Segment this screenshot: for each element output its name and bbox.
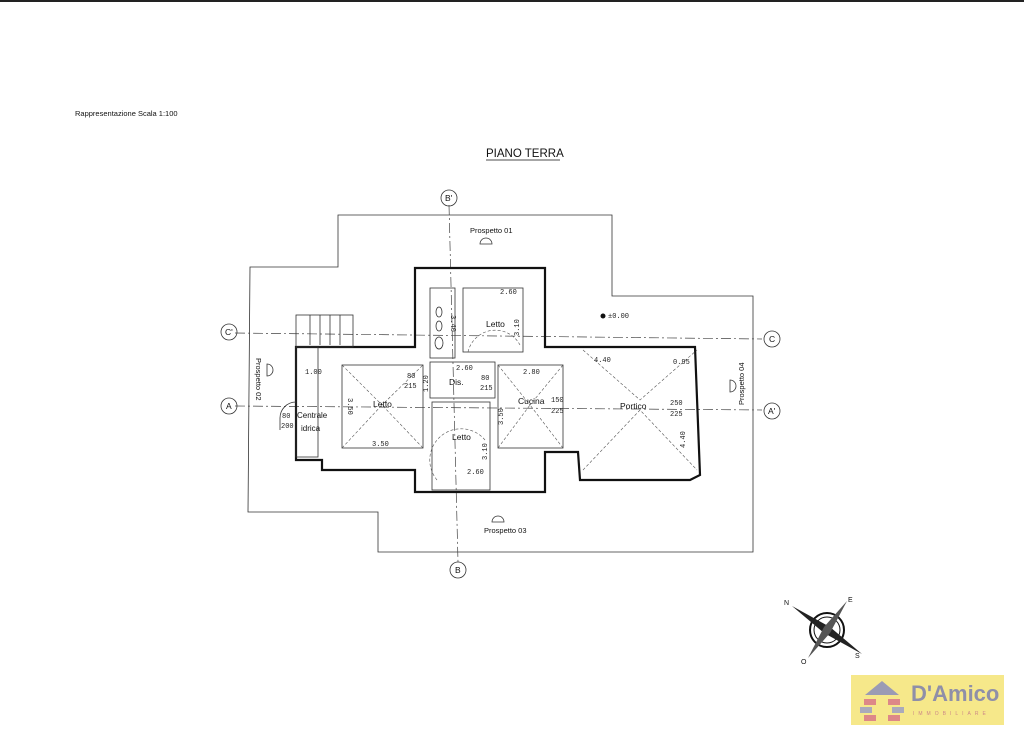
door-width: 80 (481, 375, 489, 383)
dim-height: 3.10 (482, 443, 490, 460)
marker-b-bottom-label: B (455, 565, 461, 575)
compass-e: E (848, 597, 853, 604)
room-bagno: 3.40 (429, 287, 456, 359)
dim-height: 3.50 (345, 398, 353, 415)
marker-a-left-label: A (226, 401, 232, 411)
elevation-02-symbol (266, 363, 274, 377)
dim-height: 3.40 (448, 315, 456, 332)
room-centrale-idrica: Centrale idrica 80 200 (279, 401, 328, 433)
scale-note: Rappresentazione Scala 1:100 (75, 109, 178, 118)
room-label: Letto (373, 399, 392, 409)
dim-height: 3.10 (514, 319, 522, 336)
sink-icon (434, 336, 444, 350)
elevation-mark: ±0.00 (600, 313, 629, 321)
marker-c-left-label: C' (225, 327, 233, 337)
room-label-line2: idrica (301, 424, 321, 433)
svg-text:±0.00: ±0.00 (608, 313, 629, 321)
marker-c-right (763, 330, 781, 348)
door-height: 215 (480, 385, 493, 393)
dim-br: 4.40 (680, 431, 688, 448)
dim-width: 2.60 (467, 469, 484, 477)
room-cucina: Cucina 2.80 3.50 150 225 (497, 364, 564, 449)
house-logo-icon (860, 681, 904, 721)
marker-a-right (763, 402, 781, 420)
dim-height: 3.50 (498, 408, 506, 425)
door-height: 200 (281, 423, 294, 431)
elevation-01: Prospetto 01 (470, 226, 513, 235)
marker-b-top-label: B' (445, 193, 453, 203)
staircase (295, 314, 354, 458)
window-width: 150 (551, 397, 564, 405)
room-label: Letto (486, 319, 505, 329)
marker-a-right-label: A' (768, 406, 776, 416)
elevation-01-symbol (479, 237, 493, 245)
toilet-icon (435, 306, 443, 318)
room-label: Portico (620, 401, 647, 411)
room-label: Letto (452, 432, 471, 442)
bidet-icon (435, 320, 443, 332)
marker-c-left (220, 323, 238, 341)
door-width: 80 (407, 373, 415, 381)
window-width: 250 (670, 400, 683, 408)
logo-name: D'Amico (911, 681, 1000, 706)
dim-tl: 4.40 (594, 357, 611, 365)
window-height: 225 (670, 411, 683, 419)
elevation-02: Prospetto 02 (254, 358, 263, 401)
room-letto-left: Letto 3.50 3.50 (341, 364, 424, 449)
plan-title: PIANO TERRA (486, 148, 564, 160)
compass-s: S (855, 653, 860, 660)
room-letto-top: Letto 2.60 3.10 (462, 287, 524, 353)
agency-logo: D'Amico IMMOBILIARE (851, 675, 1004, 725)
dim-tr: 0.95 (673, 359, 690, 367)
marker-b-top (440, 189, 458, 207)
dim-stair: 1.00 (305, 369, 322, 377)
room-disimpegno: Dis. 2.60 1.20 80 215 80 215 (404, 361, 496, 399)
door-height: 215 (404, 383, 417, 391)
room-letto-bottom: Letto 2.60 3.10 (429, 401, 491, 491)
dim-width: 2.60 (456, 365, 473, 373)
dim-width: 2.80 (523, 369, 540, 377)
section-markers: B' B C' C A A' (220, 189, 781, 579)
logo-subtitle: IMMOBILIARE (913, 711, 990, 717)
section-line-b (448, 204, 459, 563)
door-width: 80 (282, 413, 290, 421)
elevation-04-symbol (729, 379, 737, 393)
section-line-a (234, 405, 763, 411)
dim-height: 1.20 (423, 375, 431, 392)
room-label: Dis. (449, 377, 464, 387)
room-label: Cucina (518, 396, 545, 406)
compass-o: O (801, 659, 807, 666)
elevation-03: Prospetto 03 (484, 526, 527, 535)
room-label-line1: Centrale (297, 411, 328, 420)
compass-rose-icon: N E S O (784, 597, 862, 666)
section-line-c (234, 332, 763, 340)
elevation-03-symbol (491, 515, 505, 523)
compass-n: N (784, 600, 789, 607)
window-height: 225 (551, 408, 564, 416)
marker-b-bottom (449, 561, 467, 579)
room-portico: Portico 4.40 0.95 4.40 250 225 (582, 349, 698, 471)
site-boundary (247, 214, 754, 553)
dim-width: 2.60 (500, 289, 517, 297)
marker-c-right-label: C (769, 334, 775, 344)
elevation-04: Prospetto 04 (737, 362, 746, 405)
dim-width: 3.50 (372, 441, 389, 449)
page-top-border (0, 0, 1024, 2)
marker-a-left (220, 397, 238, 415)
